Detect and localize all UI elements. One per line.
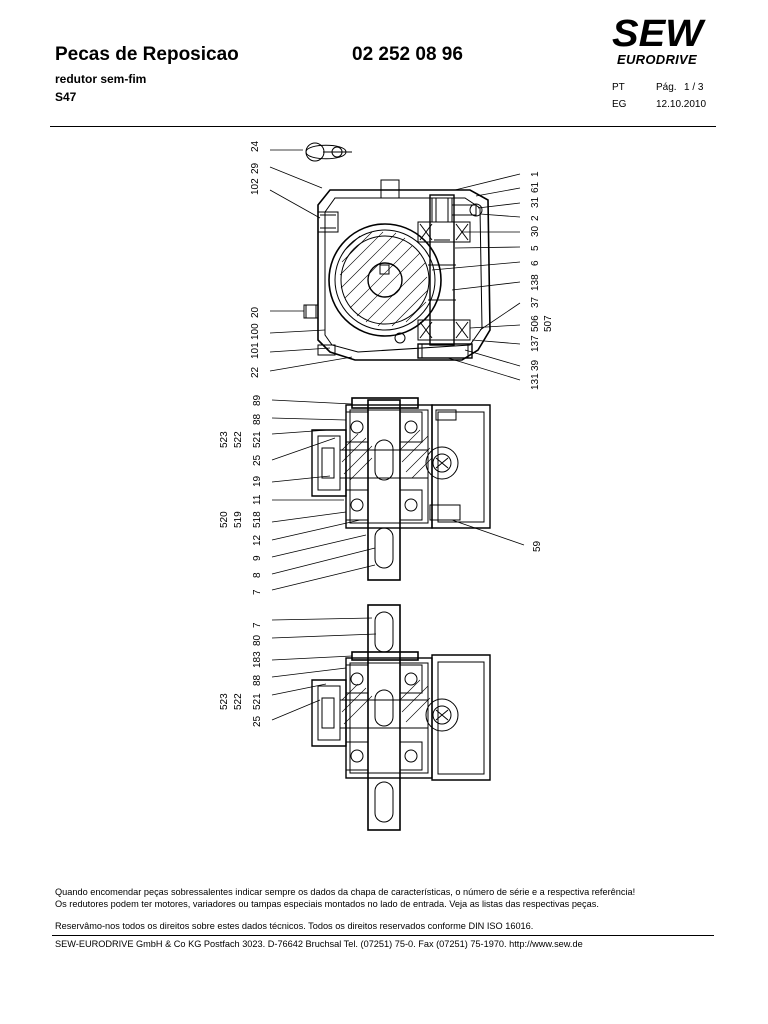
label-39: 39 (530, 359, 541, 371)
label-521-lower: 521 (252, 693, 263, 710)
gear-model: S47 (55, 90, 77, 104)
header-divider (50, 126, 716, 127)
label-101: 101 (250, 342, 261, 359)
label-59: 59 (532, 540, 543, 552)
part-number: 02 252 08 96 (352, 44, 463, 65)
label-521: 521 (252, 431, 263, 448)
label-9: 9 (252, 555, 263, 561)
label-11: 11 (252, 494, 263, 505)
label-6: 6 (530, 260, 541, 266)
footer-company-address: SEW-EURODRIVE GmbH & Co KG Postfach 3023… (55, 939, 583, 949)
logo-main-text: SEW (612, 13, 703, 55)
label-12: 12 (252, 534, 263, 546)
document-title: Pecas de Reposicao (55, 44, 239, 65)
label-88: 88 (252, 413, 263, 425)
label-29: 29 (250, 162, 261, 174)
label-137: 137 (530, 335, 541, 352)
label-89: 89 (252, 394, 263, 406)
label-31: 31 (530, 196, 541, 208)
view-2-section (311, 397, 491, 581)
label-8: 8 (252, 572, 263, 578)
label-30: 30 (530, 225, 541, 237)
label-7-lower: 7 (252, 622, 263, 628)
label-1: 1 (530, 171, 541, 177)
label-520: 520 (219, 511, 230, 528)
label-507: 507 (543, 315, 554, 332)
view-3-section (311, 604, 491, 831)
label-131: 131 (530, 373, 541, 390)
language-code: PT (612, 82, 625, 93)
label-61: 61 (530, 181, 541, 193)
label-523-lower: 523 (219, 693, 230, 710)
label-25: 25 (252, 454, 263, 466)
label-24: 24 (250, 140, 261, 152)
label-138: 138 (530, 274, 541, 291)
footer-motor-note: Os redutores podem ter motores, variador… (55, 899, 599, 909)
label-7: 7 (252, 589, 263, 595)
footer-divider (52, 935, 714, 936)
footer-order-note: Quando encomendar peças sobressalentes i… (55, 887, 636, 897)
document-date: 12.10.2010 (656, 99, 707, 110)
page-label: Pág. (656, 82, 677, 93)
label-37: 37 (530, 296, 541, 308)
label-518: 518 (252, 511, 263, 528)
document-subtitle: redutor sem-fim (55, 72, 147, 86)
page-number: 1 / 3 (684, 82, 704, 93)
label-523: 523 (219, 431, 230, 448)
label-100: 100 (250, 323, 261, 340)
view-1-section (303, 142, 491, 361)
logo-sub-text: EURODRIVE (617, 52, 697, 67)
label-80: 80 (252, 634, 263, 646)
label-519: 519 (233, 511, 244, 528)
label-102: 102 (250, 178, 261, 195)
label-2: 2 (530, 215, 541, 221)
label-88-lower: 88 (252, 674, 263, 686)
label-5: 5 (530, 245, 541, 251)
label-22: 22 (250, 366, 261, 378)
footer-rights-note: Reservâmo-nos todos os direitos sobre es… (55, 921, 534, 931)
label-506: 506 (530, 315, 541, 332)
label-522: 522 (233, 431, 244, 448)
label-19: 19 (252, 475, 263, 487)
label-20: 20 (250, 306, 261, 318)
label-183: 183 (252, 651, 263, 668)
exploded-parts-drawing: 24 29 102 20 100 101 22 1 61 31 2 30 5 6… (219, 140, 554, 831)
label-25-lower: 25 (252, 715, 263, 727)
doc-code: EG (612, 99, 627, 110)
label-522-lower: 522 (233, 693, 244, 710)
